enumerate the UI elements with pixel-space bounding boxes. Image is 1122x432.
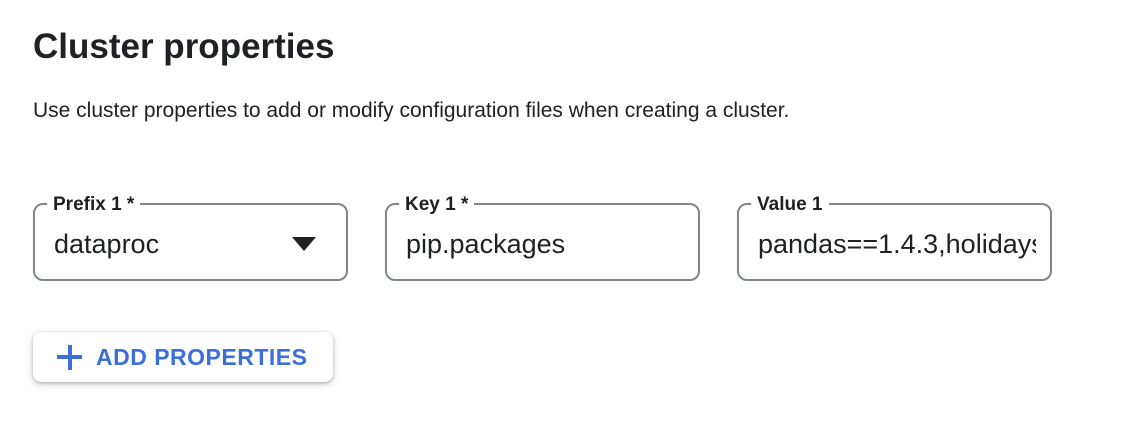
- property-row-1: Prefix 1 * dataproc Key 1 * Value 1: [33, 192, 1089, 281]
- add-properties-label: ADD PROPERTIES: [96, 343, 308, 370]
- page-title: Cluster properties: [33, 27, 335, 66]
- key-field-label: Key 1 *: [399, 192, 475, 218]
- cluster-properties-section: Cluster properties Use cluster propertie…: [33, 27, 1089, 382]
- prefix-field: Prefix 1 * dataproc: [33, 192, 348, 281]
- plus-icon: [56, 344, 83, 371]
- value-field: Value 1: [737, 192, 1052, 281]
- add-properties-button[interactable]: ADD PROPERTIES: [33, 332, 334, 382]
- dropdown-arrow-icon[interactable]: [292, 237, 316, 251]
- value-field-label: Value 1: [751, 192, 829, 218]
- key-field: Key 1 *: [385, 192, 700, 281]
- prefix-select[interactable]: dataproc: [35, 205, 346, 279]
- prefix-field-label: Prefix 1 *: [47, 192, 141, 218]
- page-description: Use cluster properties to add or modify …: [33, 99, 790, 122]
- prefix-select-value: dataproc: [54, 228, 160, 259]
